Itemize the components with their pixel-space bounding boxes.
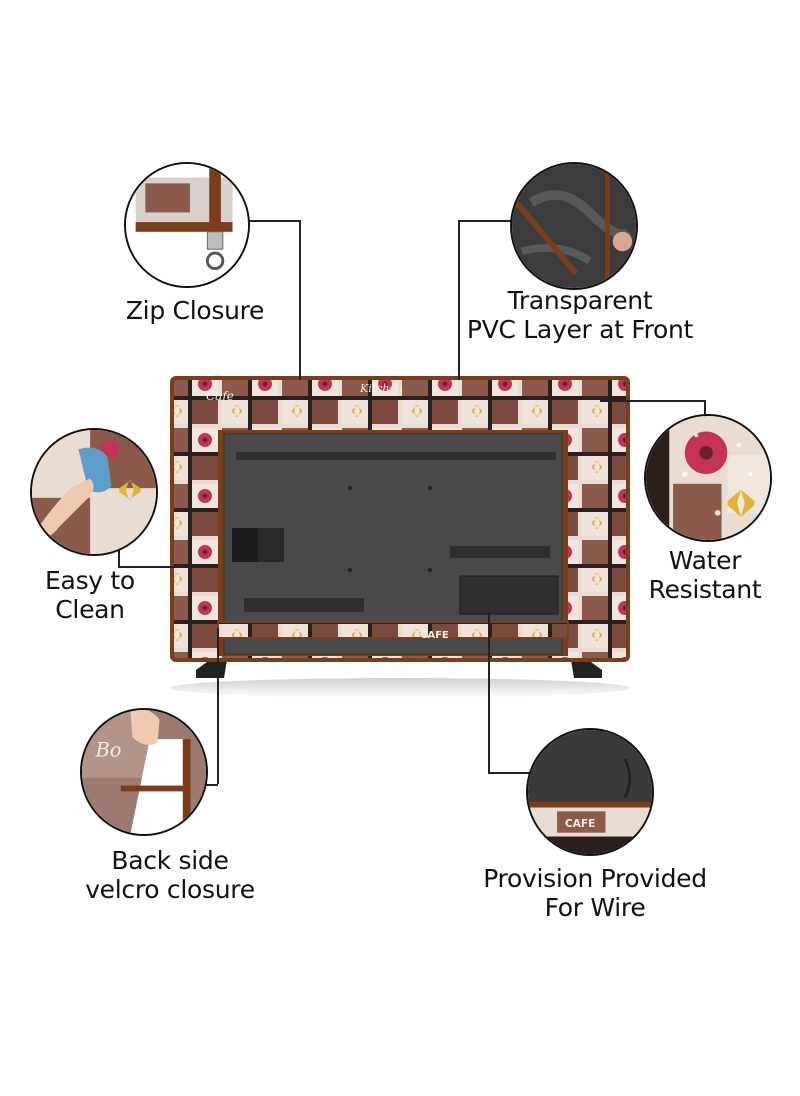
wire-provision-detail: CAFE [526,728,654,856]
pvc-layer-detail [510,162,638,290]
zip-closure-detail [124,162,250,288]
pvc-layer-label: Transparent PVC Layer at Front [466,286,694,344]
velcro-closure-detail: Bo [80,708,208,836]
svg-text:CAFE: CAFE [565,817,596,830]
cover-word-kitchen: Kitchen [359,382,403,395]
connector-zip [238,220,300,222]
connector-water [600,400,705,402]
velcro-closure-label: Back side velcro closure [85,846,255,904]
easy-clean-detail [30,428,158,556]
zip-closure-label: Zip Closure [125,296,265,325]
water-resistant-label: Water Resistant [648,546,762,604]
wire-provision-label: Provision Provided For Wire [483,864,707,922]
cover-word-cafe: Cafe [206,389,234,403]
connector-velcro [217,628,219,784]
connector-pvc [458,220,514,222]
tv-cover-illustration: Cafe Kitchen CAFE [170,376,630,698]
connector-wire [488,612,490,772]
svg-text:Bo: Bo [95,739,122,762]
cover-word-cafe-bottom: CAFE [420,630,449,641]
easy-clean-label: Easy to Clean [45,566,135,624]
water-resistant-detail [644,414,772,542]
